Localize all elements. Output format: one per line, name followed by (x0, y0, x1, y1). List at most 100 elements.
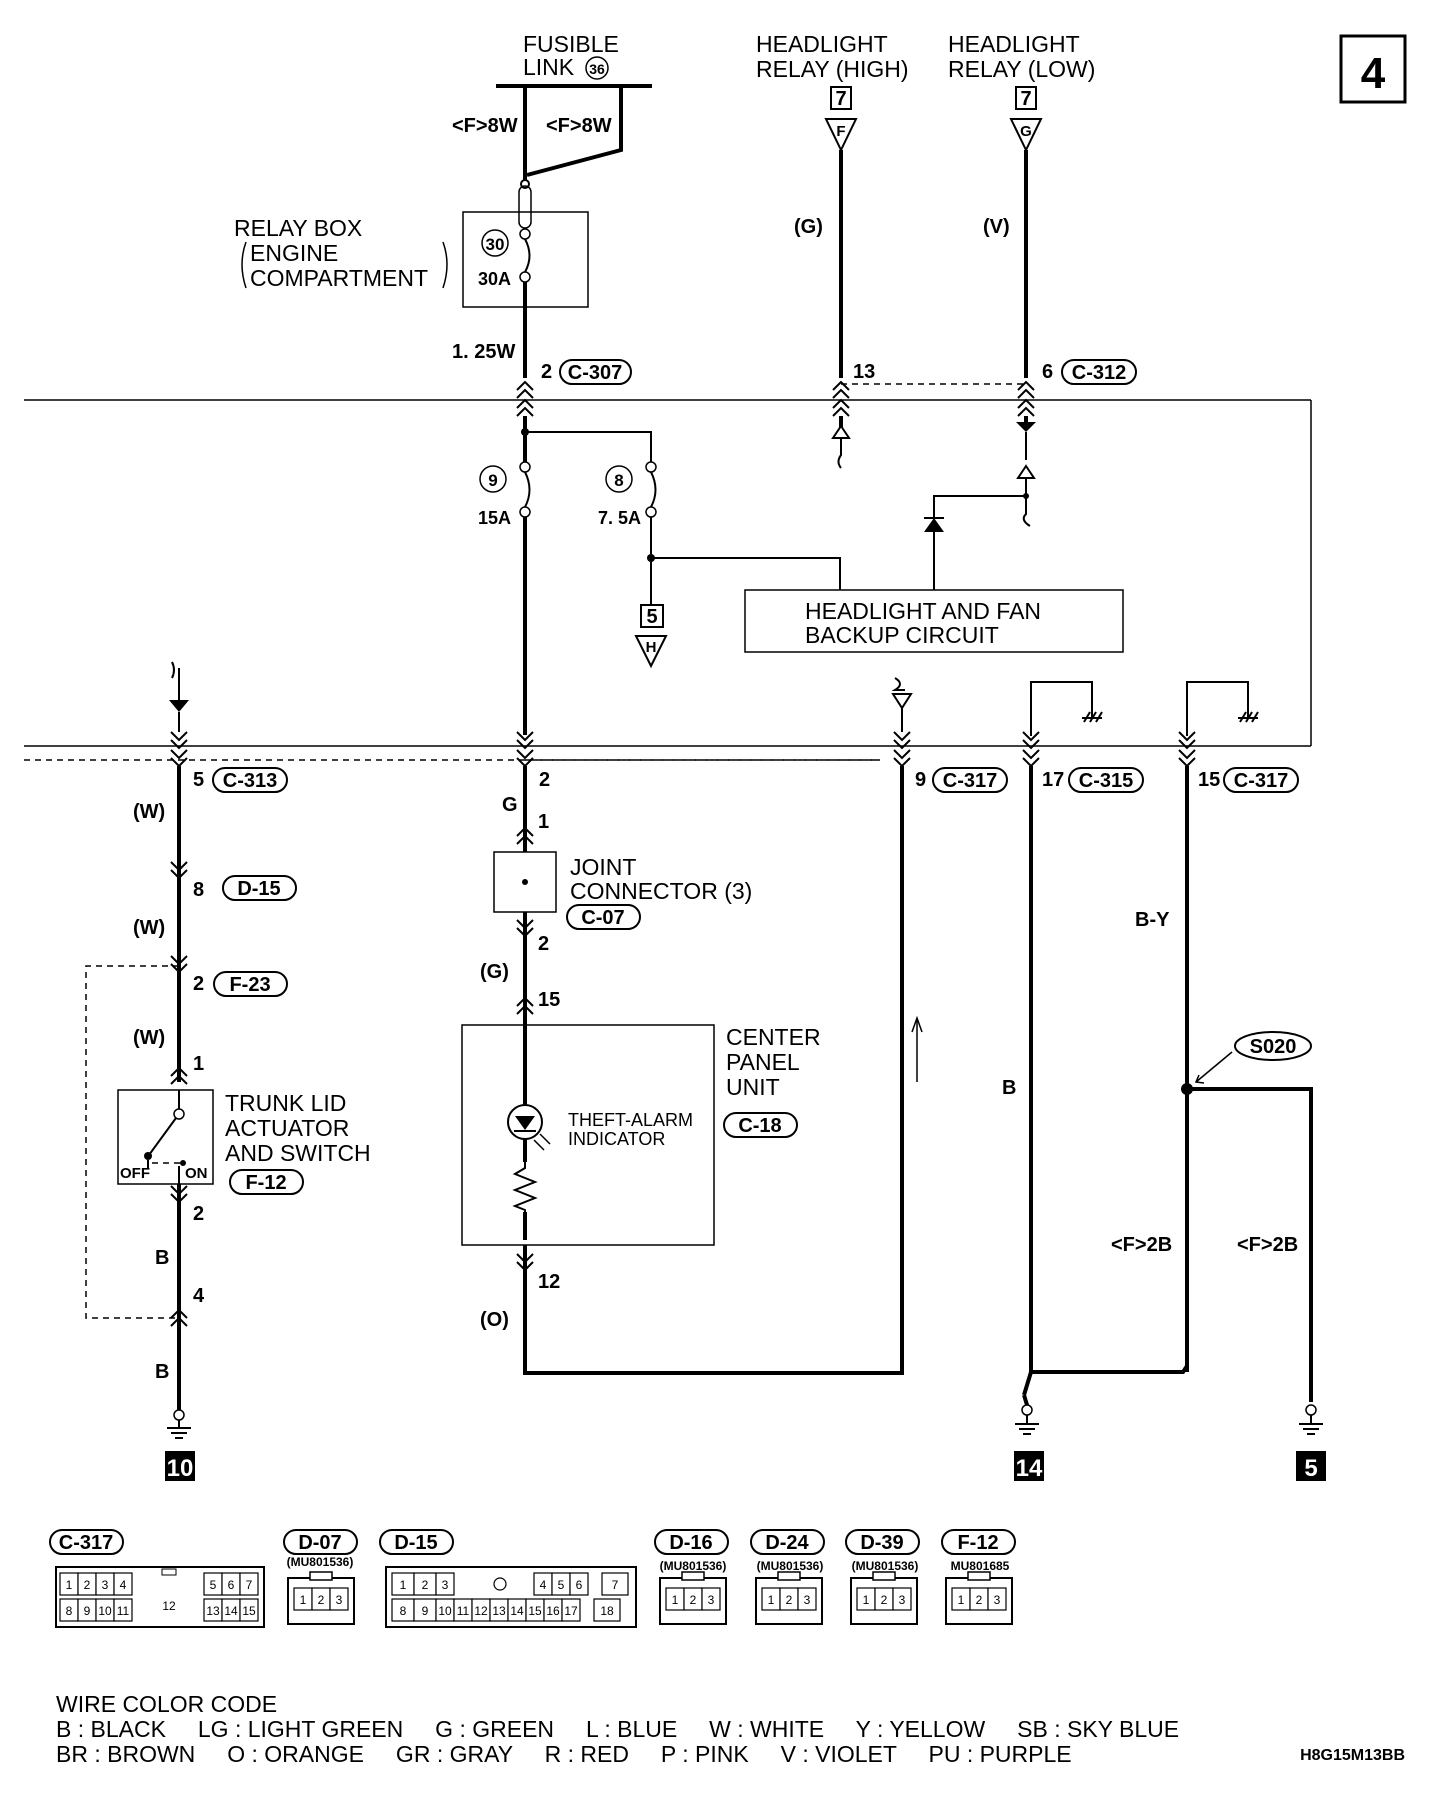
svg-text:ON: ON (185, 1165, 208, 1182)
d39-pin-3: 3 (892, 1587, 912, 1611)
svg-text:5: 5 (193, 769, 204, 791)
d39-pin-2: 2 (874, 1587, 894, 1611)
svg-text:B: B (155, 1361, 169, 1383)
fusible-link-number: 36 (589, 61, 605, 77)
trunk-lid-label: TRUNK LID (225, 1090, 346, 1116)
svg-text:2: 2 (690, 1593, 697, 1607)
svg-text:15: 15 (242, 1604, 256, 1618)
headlight-low-ref: 7 (1020, 88, 1031, 110)
svg-text:15: 15 (528, 1604, 542, 1618)
svg-text:1: 1 (66, 1578, 73, 1592)
svg-text:14: 14 (224, 1604, 238, 1618)
svg-text:B-Y: B-Y (1135, 909, 1170, 931)
svg-text:B: B (155, 1247, 169, 1269)
svg-text:13: 13 (492, 1604, 506, 1618)
center-panel-label: CENTER (726, 1024, 821, 1050)
svg-text:<F>2B: <F>2B (1237, 1234, 1298, 1256)
connector-f12: F-12 (245, 1172, 286, 1194)
svg-text:6: 6 (576, 1578, 583, 1592)
trunk-switch-box (117, 1089, 214, 1185)
svg-text:2: 2 (786, 1593, 793, 1607)
d07-pin-2: 2 (311, 1587, 331, 1611)
svg-text:1: 1 (400, 1578, 407, 1592)
svg-text:4: 4 (540, 1578, 547, 1592)
c317-pin-6: 6 (221, 1572, 241, 1596)
svg-text:2: 2 (193, 973, 204, 995)
diagram-code: H8G15M13BB (1300, 1747, 1405, 1764)
top-connectors: 2 C-307 13 6 C-312 (541, 359, 1137, 385)
d15-pin-16: 16 (543, 1598, 563, 1622)
svg-text:2: 2 (422, 1578, 429, 1592)
c317-pin-15: 15 (239, 1598, 259, 1622)
fusible-link-label: FUSIBLE (523, 31, 619, 57)
svg-text:3: 3 (899, 1593, 906, 1607)
d16-pin-2: 2 (683, 1587, 703, 1611)
f12-pin-3: 3 (987, 1587, 1007, 1611)
d15-pin-7: 7 (601, 1572, 629, 1596)
headlight-high-label: HEADLIGHT (756, 31, 888, 57)
d15-pin-1: 1 (391, 1572, 415, 1596)
trunk-lid-branch: (W) 8 D-15 (W) 2 F-23 (W) 1 OFF ON TRUNK… (85, 766, 371, 1482)
relay-fuse-number: 30 (486, 235, 505, 254)
headlight-low-letter: G (1020, 123, 1032, 140)
center-panel-label-3: UNIT (726, 1074, 780, 1100)
d24-pin-1: 1 (761, 1587, 781, 1611)
fusible-link-source: FUSIBLE LINK 36 <F>8W <F>8W (452, 31, 652, 137)
svg-text:11: 11 (117, 1604, 130, 1618)
svg-text:14: 14 (510, 1604, 524, 1618)
theft-alarm-indicator-lamp (507, 1104, 551, 1151)
d15-pin-12: 12 (471, 1598, 491, 1622)
svg-text:(W): (W) (133, 1027, 165, 1049)
svg-text:B: B (1002, 1077, 1016, 1099)
theft-alarm-label-2: INDICATOR (568, 1129, 665, 1149)
svg-text:13: 13 (853, 361, 875, 383)
svg-text:6: 6 (228, 1578, 235, 1592)
svg-text:12: 12 (538, 1271, 560, 1293)
c317-pin-8: 8 (59, 1598, 79, 1622)
wire-color-code: WIRE COLOR CODE B : BLACK LG : LIGHT GRE… (56, 1691, 1405, 1767)
svg-text:5: 5 (1304, 1455, 1317, 1482)
d16-pin-3: 3 (701, 1587, 721, 1611)
d24-pin-2: 2 (779, 1587, 799, 1611)
d07-pin-1: 1 (293, 1587, 313, 1611)
d15-pin-13: 13 (489, 1598, 509, 1622)
internal-fuses: 9 15A 8 7. 5A 5 H (478, 416, 841, 735)
d15-pin-18: 18 (593, 1598, 621, 1622)
svg-text:1: 1 (193, 1053, 204, 1075)
d39-pin-1: 1 (856, 1587, 876, 1611)
d15-pin-9: 9 (413, 1598, 437, 1622)
svg-text:17: 17 (564, 1604, 578, 1618)
ground-branch: B B-Y S020 <F>2B <F>2B 14 5 (1002, 766, 1326, 1482)
d15-pin-8: 8 (391, 1598, 415, 1622)
svg-text:15: 15 (538, 989, 560, 1011)
svg-text:3: 3 (994, 1593, 1001, 1607)
connector-c312: C-312 (1072, 362, 1126, 384)
splice-s020: S020 (1250, 1036, 1297, 1058)
theft-alarm-label: THEFT-ALARM (568, 1110, 693, 1130)
c317-pin-7: 7 (239, 1572, 259, 1596)
c317-pin-11: 11 (113, 1598, 133, 1622)
svg-text:14: 14 (1016, 1455, 1043, 1482)
d24-pin-3: 3 (797, 1587, 817, 1611)
ref-5-letter: H (646, 639, 657, 656)
connector-c313: C-313 (223, 770, 277, 792)
center-panel-unit-box (461, 1024, 715, 1246)
svg-text:10: 10 (438, 1604, 452, 1618)
relay-fuse-rating: 30A (478, 269, 511, 289)
headlight-high-ref: 7 (835, 88, 846, 110)
svg-text:11: 11 (457, 1604, 470, 1618)
c317-pin-12: 12 (162, 1599, 176, 1613)
headlight-high-label-2: RELAY (HIGH) (756, 56, 909, 82)
svg-text:2: 2 (539, 769, 550, 791)
svg-text:15: 15 (1198, 769, 1220, 791)
c317-pin-14: 14 (221, 1598, 241, 1622)
ref-5-number: 5 (646, 606, 657, 628)
c317-pin-4: 4 (113, 1572, 133, 1596)
wire-label-f8w-right: <F>8W (546, 115, 612, 137)
svg-text:5: 5 (558, 1578, 565, 1592)
svg-text:3: 3 (804, 1593, 811, 1607)
svg-text:2: 2 (976, 1593, 983, 1607)
svg-text:13: 13 (206, 1604, 220, 1618)
